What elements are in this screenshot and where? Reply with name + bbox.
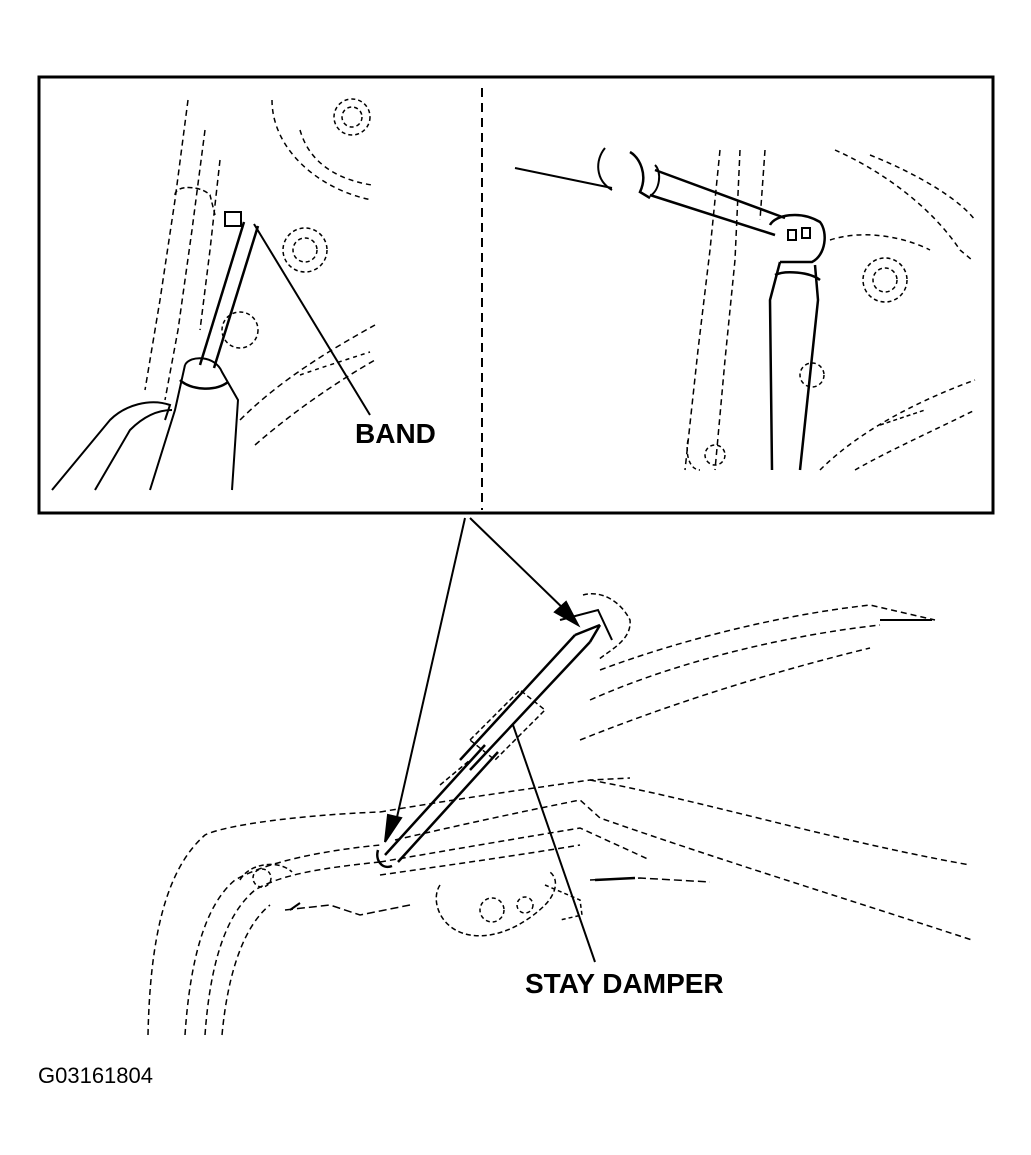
left-inset-detail <box>51 98 376 491</box>
figure-id: G03161804 <box>38 1063 153 1088</box>
arrow-head-upper <box>553 600 581 628</box>
callout-arrows <box>384 517 581 843</box>
stay-damper-label: STAY DAMPER <box>525 968 724 999</box>
inset-frame <box>37 75 995 515</box>
arrow-head-lower <box>384 813 403 843</box>
right-inset-detail <box>514 147 976 471</box>
stay-damper <box>376 623 602 869</box>
band-label: BAND <box>355 418 436 449</box>
bolt-middle <box>282 227 328 273</box>
bolt-lower <box>221 311 259 349</box>
bolt-upper <box>333 98 371 136</box>
bolt-right <box>862 257 908 303</box>
tailgate-main-view <box>147 593 973 1036</box>
